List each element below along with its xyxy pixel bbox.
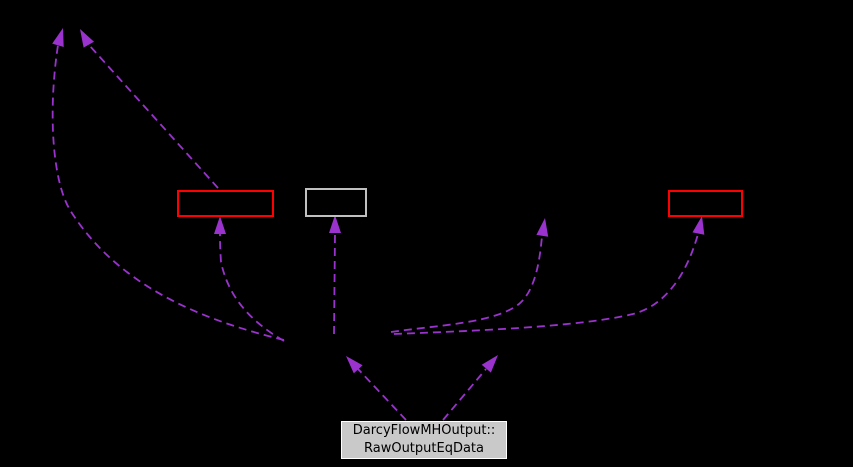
main-node-label-line1: DarcyFlowMHOutput:: [352, 423, 496, 438]
edge-redleft-to-topleft [88, 44, 219, 189]
arrowhead-greybox [329, 215, 341, 233]
edge-main-to-midright [442, 368, 487, 421]
node-main-raw-output-eq-data: DarcyFlowMHOutput:: RawOutputEqData [341, 421, 507, 459]
edge-midnode-to-redright [393, 233, 699, 335]
edge-main-to-midleft [357, 368, 407, 421]
node-plain-middle[interactable] [305, 188, 367, 217]
arrowhead-midleft [346, 356, 363, 374]
node-truncated-left[interactable] [177, 190, 274, 217]
edge-midnode-to-hidden-upper [390, 235, 543, 333]
main-node-label-line2: RawOutputEqData [363, 441, 484, 456]
node-truncated-right[interactable] [668, 190, 743, 217]
edge-midnode-to-redleft [219, 233, 285, 342]
arrowhead-hidden-upper [536, 218, 549, 237]
arrowhead-topleft-2 [80, 29, 94, 48]
edge-midnode-to-greybox [333, 232, 336, 335]
arrowhead-midright [481, 355, 498, 373]
arrowhead-redright [692, 216, 705, 235]
arrowhead-topleft-1 [52, 28, 64, 47]
arrowhead-redleft [214, 216, 226, 234]
